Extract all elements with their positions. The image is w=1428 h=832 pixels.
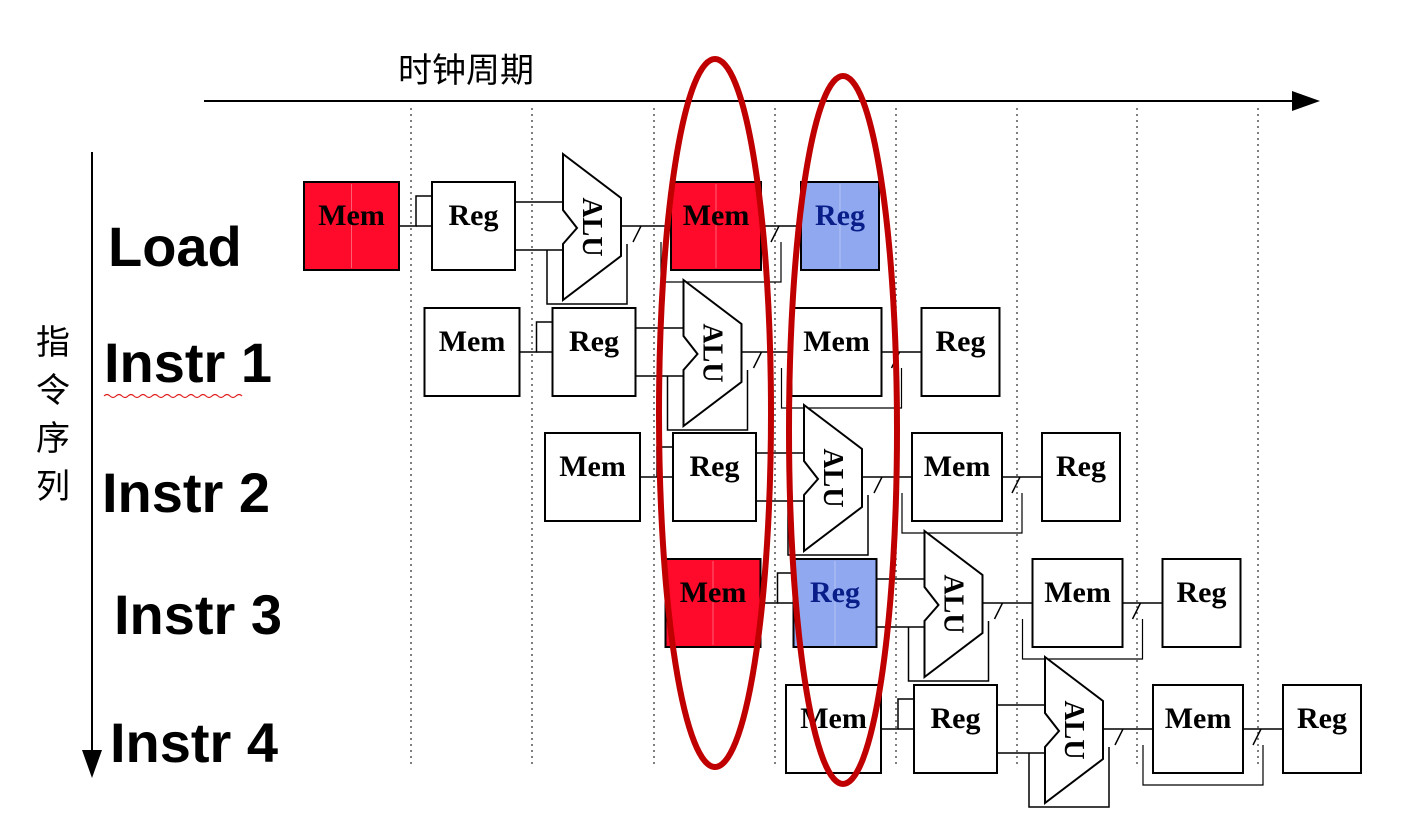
reg-write-stage-label: Reg	[1177, 576, 1227, 609]
mem-data-stage: Mem	[911, 432, 1003, 522]
hazard-ellipse-reg	[786, 73, 900, 787]
alu-stage: ALU	[562, 151, 622, 303]
mem-data-stage-label: Mem	[1044, 576, 1111, 609]
reg-write-stage-label: Reg	[936, 325, 986, 358]
reg-write-stage-label: Reg	[1056, 450, 1106, 483]
hazard-ellipse-mem	[656, 56, 774, 770]
alu-stage: ALU	[803, 402, 863, 554]
mem-data-stage-label: Mem	[803, 325, 870, 358]
instr-label-2: Instr 2	[102, 461, 270, 524]
mem-data-stage-label: Mem	[1165, 702, 1232, 735]
instr-label-load: Load	[108, 215, 242, 278]
mem-data-stage-label: Mem	[683, 199, 750, 232]
reg-write-stage: Reg	[920, 307, 1001, 397]
alu-label: ALU	[938, 574, 969, 633]
mem-data-stage: Mem	[670, 181, 762, 271]
reg-read-stage-label: Reg	[449, 199, 499, 232]
mem-stage: Mem	[785, 684, 882, 774]
reg-read-stage: Reg	[551, 307, 637, 397]
instr-label-4: Instr 4	[110, 711, 278, 774]
order-char-3: 序	[36, 419, 70, 459]
pipeline-row: Mem Reg ALU Mem Reg	[423, 277, 1001, 431]
alu-stage: ALU	[1044, 654, 1104, 806]
reg-read-stage: Reg	[431, 181, 516, 271]
alu-stage: ALU	[682, 277, 743, 429]
reg-write-stage: Reg	[1041, 432, 1121, 522]
reg-write-stage-label: Reg	[815, 199, 865, 232]
pipeline-row: Mem Reg ALU Mem Reg	[785, 654, 1362, 808]
mem-stage-label: Mem	[559, 450, 626, 483]
mem-stage: Mem	[303, 181, 400, 271]
reg-write-stage: Reg	[1161, 558, 1242, 648]
alu-label: ALU	[1058, 700, 1089, 759]
mem-stage-label: Mem	[680, 576, 747, 609]
order-axis-label: 指 令 序 列	[36, 323, 70, 507]
mem-stage: Mem	[423, 307, 521, 397]
alu-label: ALU	[817, 448, 848, 507]
mem-stage: Mem	[544, 432, 641, 522]
mem-stage: Mem	[664, 558, 762, 648]
pipeline-row: Mem Reg ALU Mem Reg	[544, 402, 1121, 556]
reg-read-stage-label: Reg	[569, 325, 619, 358]
reg-read-stage-label: Reg	[931, 702, 981, 735]
spellcheck-underline	[103, 393, 243, 399]
reg-write-stage-label: Reg	[1297, 702, 1347, 735]
alu-label: ALU	[576, 197, 607, 256]
time-axis-label: 时钟周期	[398, 51, 534, 91]
mem-stage-label: Mem	[439, 325, 506, 358]
mem-data-stage: Mem	[1152, 684, 1244, 774]
instr-label-1: Instr 1	[104, 331, 272, 394]
mem-data-stage: Mem	[790, 307, 883, 397]
instr-label-3: Instr 3	[114, 583, 282, 646]
reg-read-stage-label: Reg	[810, 576, 860, 609]
pipeline-row: Mem Reg ALU Mem Reg	[664, 528, 1242, 682]
reg-read-stage: Reg	[672, 432, 757, 522]
order-char-4: 列	[36, 467, 70, 507]
reg-read-stage: Reg	[913, 684, 998, 774]
mem-data-stage: Mem	[1031, 558, 1124, 648]
reg-write-stage: Reg	[800, 181, 880, 271]
pipeline-row: Mem Reg ALU Mem Reg	[303, 151, 880, 305]
reg-write-stage: Reg	[1282, 684, 1362, 774]
order-char-2: 令	[36, 371, 70, 411]
alu-stage: ALU	[923, 528, 984, 680]
reg-read-stage: Reg	[792, 558, 878, 648]
alu-label: ALU	[697, 323, 728, 382]
mem-stage-label: Mem	[318, 199, 385, 232]
mem-data-stage-label: Mem	[924, 450, 991, 483]
reg-read-stage-label: Reg	[690, 450, 740, 483]
order-char-1: 指	[36, 323, 70, 363]
